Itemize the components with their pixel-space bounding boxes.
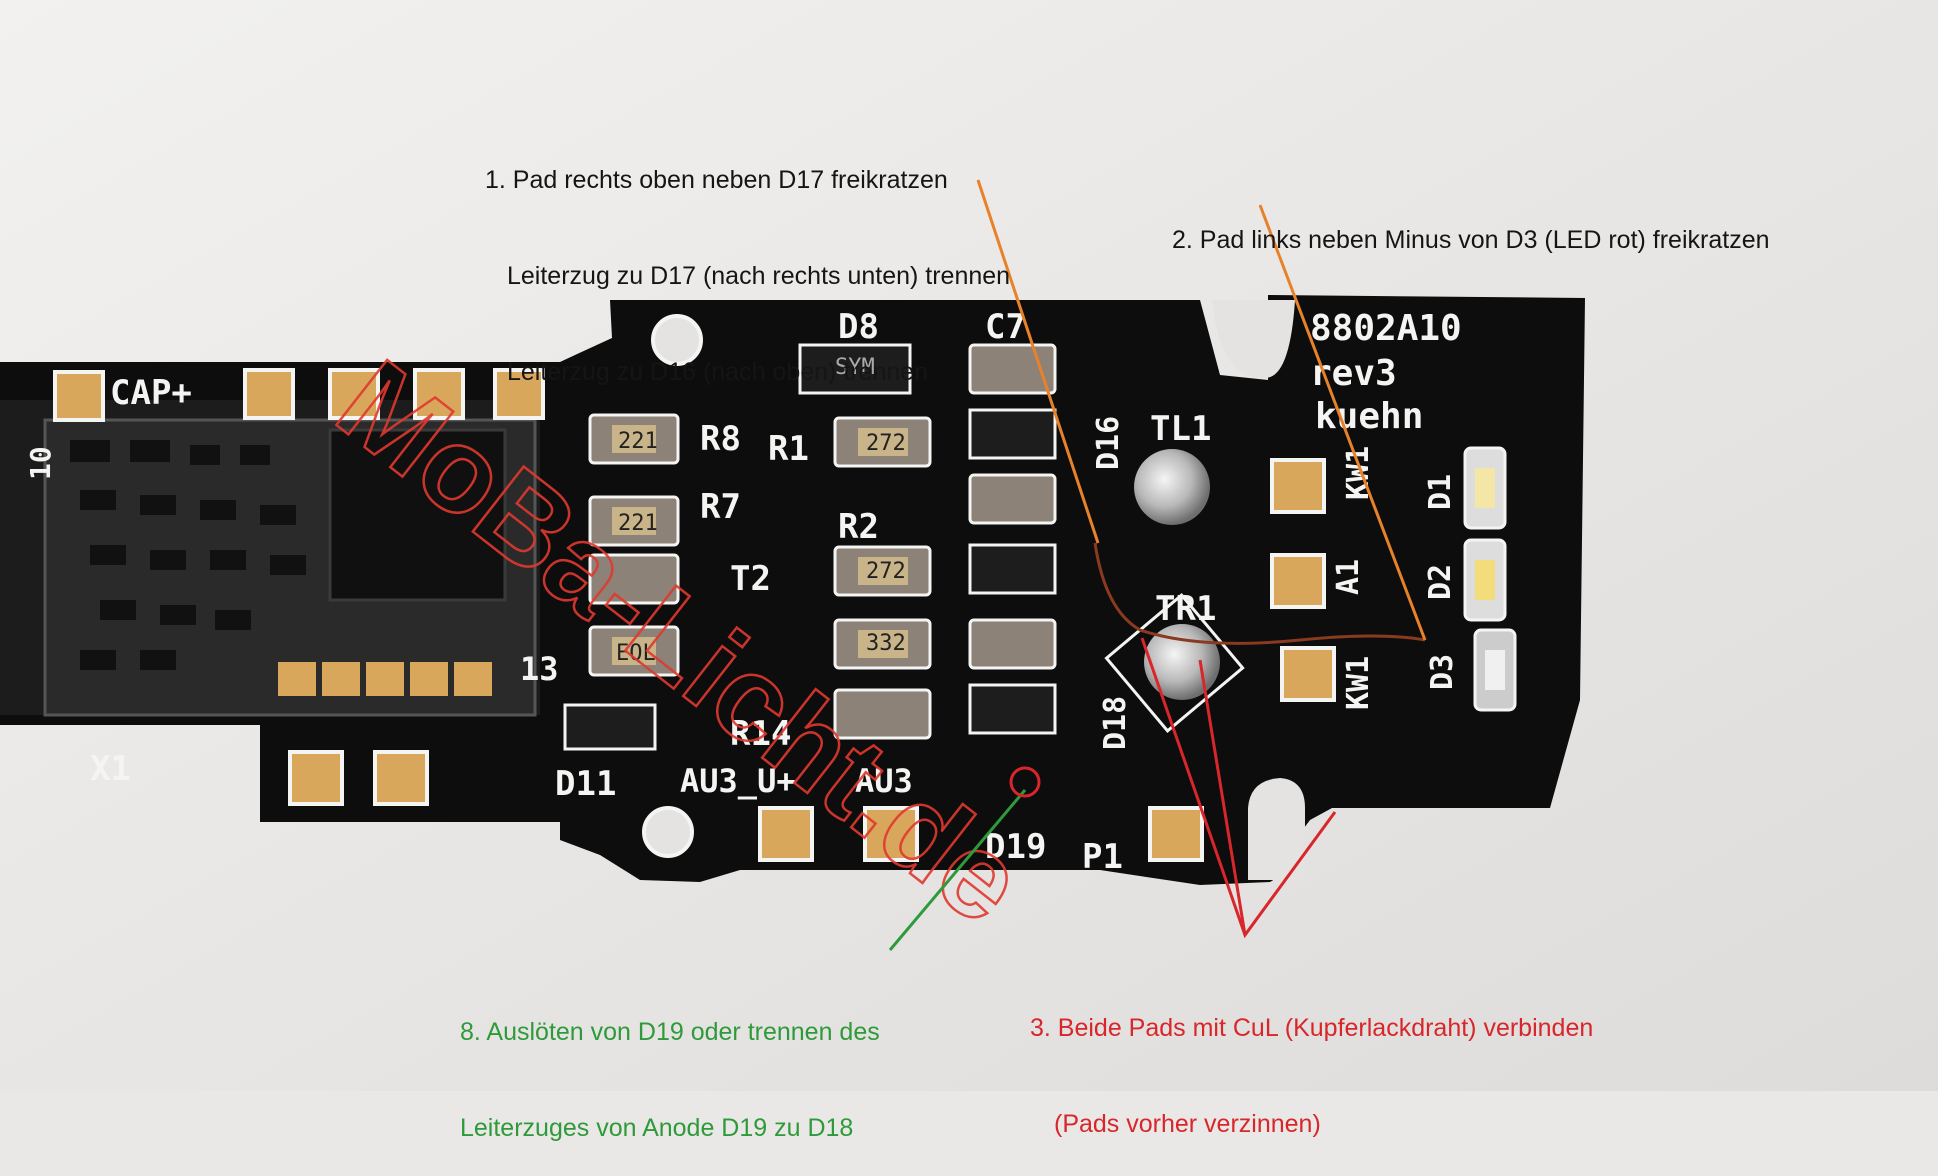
svg-text:kuehn: kuehn [1315, 396, 1423, 437]
svg-text:D19: D19 [985, 827, 1046, 867]
svg-text:D16: D16 [1091, 416, 1126, 470]
svg-text:R7: R7 [700, 487, 741, 527]
annotation-step1-line2: Leiterzug zu D17 (nach rechts unten) tre… [507, 262, 1011, 290]
svg-text:D11: D11 [555, 764, 616, 804]
annotation-step1: 1. Pad rechts oben neben D17 freikratzen… [485, 100, 1010, 420]
top-pads [53, 368, 545, 422]
pointer-step3b [1198, 659, 1247, 936]
annotation-step2-line1: 2. Pad links neben Minus von D3 (LED rot… [1172, 226, 1770, 254]
svg-text:KW1: KW1 [1341, 656, 1376, 710]
d19-marker [1009, 766, 1041, 798]
solder-pad-tl1 [1134, 449, 1210, 525]
svg-text:R8: R8 [700, 419, 741, 459]
svg-text:R14: R14 [730, 714, 791, 754]
annotation-step2: 2. Pad links neben Minus von D3 (LED rot… [1172, 160, 1770, 288]
svg-text:D2: D2 [1423, 564, 1458, 600]
copper-wire [1093, 542, 1426, 645]
svg-text:KW1: KW1 [1341, 446, 1376, 500]
svg-text:TR1: TR1 [1155, 589, 1216, 629]
annotation-step3-line1: 3. Beide Pads mit CuL (Kupferlackdraht) … [1030, 1014, 1594, 1042]
svg-text:D18: D18 [1098, 696, 1133, 750]
annotation-step1-line1: 1. Pad rechts oben neben D17 freikratzen [485, 166, 948, 194]
svg-text:CAP+: CAP+ [110, 373, 192, 413]
svg-text:T2: T2 [730, 559, 771, 599]
board-notch [1248, 778, 1305, 880]
decoder-module [0, 400, 540, 717]
svg-text:A1: A1 [1331, 559, 1366, 595]
annotation-step3: 3. Beide Pads mit CuL (Kupferlackdraht) … [1030, 948, 1593, 1172]
svg-text:X1: X1 [90, 749, 131, 789]
svg-text:221: 221 [618, 511, 658, 536]
annotation-step1-line3: Leiterzug zu D16 (nach oben) trennen [507, 358, 929, 386]
silkscreen: CAP+ D8 C7 R8 R1 R7 R2 T2 D16 TL1 TR1 KW… [24, 307, 1462, 877]
svg-text:R2: R2 [838, 507, 879, 547]
annotation-step8-line1: 8. Auslöten von D19 oder trennen des [460, 1018, 880, 1046]
component-markings: 221 221 272 272 EQL 332 SYM [616, 355, 906, 666]
leds [1463, 446, 1517, 712]
svg-text:10: 10 [24, 446, 57, 480]
pcb-photo: CAP+ D8 C7 R8 R1 R7 R2 T2 D16 TL1 TR1 KW… [0, 0, 1938, 1091]
svg-text:D8: D8 [838, 307, 879, 347]
pointer-step2 [1258, 204, 1427, 641]
svg-text:221: 221 [618, 429, 658, 454]
svg-text:AU3_U+: AU3_U+ [680, 762, 796, 800]
svg-text:D3: D3 [1425, 654, 1460, 690]
svg-text:TL1: TL1 [1150, 409, 1211, 449]
svg-text:272: 272 [866, 431, 906, 456]
mounting-hole [642, 806, 694, 858]
svg-text:D1: D1 [1423, 474, 1458, 510]
annotation-step8-line2: Leiterzuges von Anode D19 zu D18 [460, 1114, 854, 1142]
svg-text:C7: C7 [985, 307, 1026, 347]
pointer-step8 [888, 789, 1027, 951]
annotation-step3-line2: (Pads vorher verzinnen) [1054, 1110, 1321, 1138]
svg-text:8802A10: 8802A10 [1310, 308, 1462, 349]
svg-text:332: 332 [866, 631, 906, 656]
svg-text:13: 13 [520, 650, 559, 688]
smd-components [563, 343, 1057, 751]
mounting-hole [651, 314, 703, 366]
annotation-step8: 8. Auslöten von D19 oder trennen des Lei… [460, 952, 880, 1176]
pointer-step1 [976, 179, 1100, 544]
svg-text:P1: P1 [1082, 837, 1123, 877]
svg-text:272: 272 [866, 559, 906, 584]
svg-text:AU3: AU3 [855, 762, 913, 800]
svg-text:EQL: EQL [616, 641, 656, 666]
svg-text:SYM: SYM [835, 355, 875, 380]
bottom-pads [288, 458, 1336, 862]
svg-text:R1: R1 [768, 429, 809, 469]
board-notch [1212, 300, 1295, 379]
